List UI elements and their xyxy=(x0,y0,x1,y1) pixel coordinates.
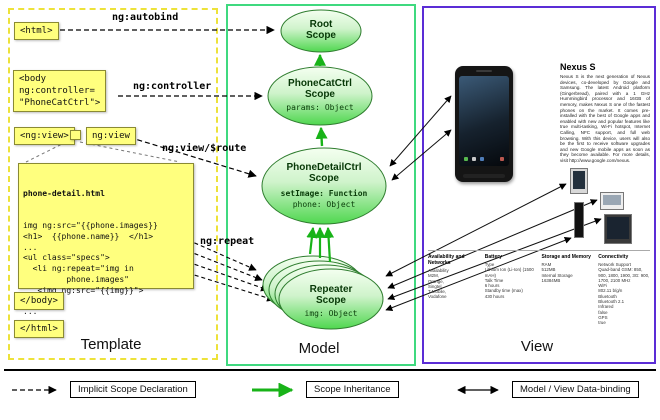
legend-divider xyxy=(4,369,656,371)
spec-col-battery: Battery Type Lithium Ion (Li-Ion) (1500 … xyxy=(485,254,537,326)
spec-body: Network Support Quad-band GSM: 850, 900,… xyxy=(598,262,650,326)
label-ng-view-route: ng:view/$route xyxy=(162,143,247,154)
spec-col-storage: Storage and Memory RAM 512MB Internal St… xyxy=(542,254,594,326)
label-ng-controller: ng:controller xyxy=(133,81,212,92)
spec-header: Connectivity xyxy=(598,254,629,260)
spec-body: Type Lithium Ion (Li-Ion) (1500 mAH) Tal… xyxy=(484,262,534,299)
legend-inheritance-label: Scope Inheritance xyxy=(306,381,399,398)
spec-col-availability: Availability and Networks Availability M… xyxy=(428,254,480,326)
legend-databinding: Model / View Data-binding xyxy=(452,381,639,398)
phone-image xyxy=(455,66,513,182)
phone-thumbnail-1 xyxy=(570,168,588,194)
repeater-scope-name: Repeater Scope xyxy=(309,284,353,306)
legend-databinding-label: Model / View Data-binding xyxy=(512,381,639,398)
phone-dock xyxy=(463,174,505,178)
thumbnail-screen xyxy=(573,171,585,189)
code-ngview-name: ng:view xyxy=(86,127,136,145)
phone-app-icon xyxy=(500,157,504,161)
code-html-open: <html> xyxy=(14,22,59,40)
spec-table: Availability and Networks Availability M… xyxy=(428,250,650,326)
view-panel-title: View xyxy=(520,338,554,355)
product-description: Nexus S is the next generation of Nexus … xyxy=(560,74,650,163)
double-arrow-icon xyxy=(457,385,499,394)
thumbnail-screen xyxy=(603,195,621,205)
phone-detail-filename: phone-detail.html xyxy=(23,188,105,198)
label-ng-autobind: ng:autobind xyxy=(112,12,179,23)
code-body-close: </body> xyxy=(14,292,64,310)
phone-app-icon xyxy=(480,157,484,161)
phonecat-scope-name: PhoneCatCtrl Scope xyxy=(288,78,352,100)
phone-screen xyxy=(459,76,509,166)
spec-header: Battery xyxy=(484,254,502,260)
phonedetail-scope-prop-setimage: setImage: Function xyxy=(280,189,368,198)
phone-speaker xyxy=(476,70,492,72)
phone-app-icon xyxy=(464,157,468,161)
phonedetail-scope-prop-phone: phone: Object xyxy=(292,200,356,209)
phone-app-icon xyxy=(472,157,476,161)
thumbnail-screen xyxy=(607,217,629,239)
root-scope-name: Root Scope xyxy=(305,19,336,41)
repeater-scope-prop: img: Object xyxy=(304,309,358,318)
phone-thumbnail-2 xyxy=(600,192,624,210)
green-arrow-icon xyxy=(252,382,294,397)
spec-header: Storage and Memory xyxy=(541,254,591,260)
product-title: Nexus S xyxy=(560,62,596,72)
code-body-open: <body ng:controller= "PhoneCatCtrl"> xyxy=(13,70,107,112)
phonedetail-scope-name: PhoneDetailCtrl Scope xyxy=(286,162,362,184)
model-panel-title: Model xyxy=(298,340,340,357)
dashed-arrow-icon xyxy=(12,385,57,394)
spec-body: RAM 512MB Internal Storage 16384MB xyxy=(541,262,573,283)
legend-scope-inheritance: Scope Inheritance xyxy=(250,381,399,398)
phone-thumbnail-4 xyxy=(604,214,632,244)
code-html-close: </html> xyxy=(14,320,64,338)
spec-header: Availability and Networks xyxy=(428,254,465,266)
code-ngview-tag: <ng:view> xyxy=(14,127,75,145)
phone-thumbnail-3 xyxy=(574,202,584,238)
ngview-placeholder-box xyxy=(70,130,81,140)
spec-col-connectivity: Connectivity Network Support Quad-band G… xyxy=(598,254,650,326)
code-phone-detail: phone-detail.html img ng:src="{{phone.im… xyxy=(18,163,194,316)
spec-body: Availability M2M, Orange, Singtel, T-Mob… xyxy=(428,268,449,300)
label-ng-repeat: ng:repeat xyxy=(200,236,255,247)
template-panel-title: Template xyxy=(80,336,142,353)
phonecat-scope-prop: params: Object xyxy=(286,103,354,112)
legend-implicit-label: Implicit Scope Declaration xyxy=(70,381,196,398)
legend-implicit-scope: Implicit Scope Declaration xyxy=(10,381,196,398)
